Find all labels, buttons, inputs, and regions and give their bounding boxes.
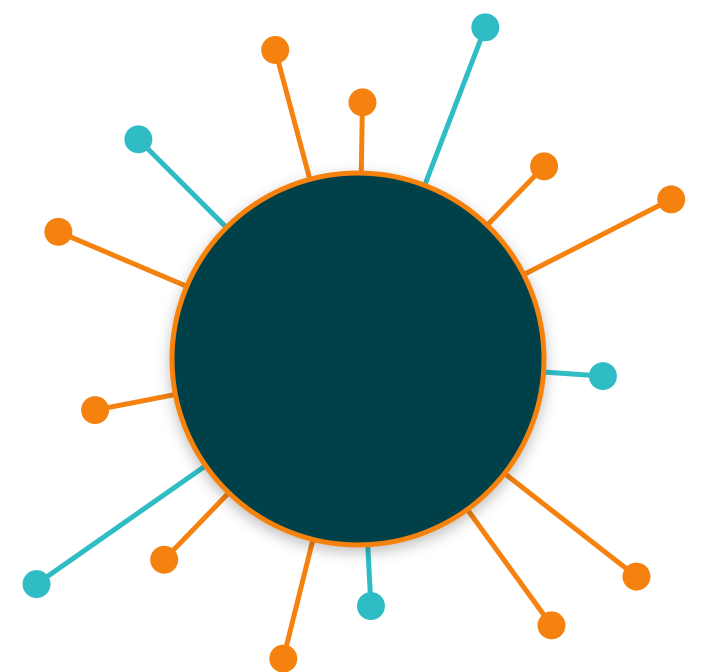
- orange-pin: [150, 487, 235, 574]
- orange-pin: [348, 88, 377, 180]
- pin-line: [498, 468, 639, 580]
- pin-line: [161, 487, 235, 563]
- pin-head: [622, 562, 651, 591]
- pin-line: [92, 391, 182, 413]
- pin-head: [124, 125, 153, 154]
- teal-pin: [420, 13, 500, 192]
- pin-line: [34, 460, 212, 587]
- pin-head: [588, 362, 617, 391]
- pin-line: [280, 533, 317, 662]
- pin-line: [420, 24, 488, 192]
- pin-line: [517, 196, 674, 279]
- pins-layer: [22, 13, 686, 672]
- pin-head: [81, 396, 110, 425]
- pin-line: [481, 163, 547, 231]
- pin-head: [150, 545, 179, 574]
- pin-head: [348, 88, 377, 117]
- pin-line: [135, 136, 232, 233]
- teal-pin: [124, 125, 232, 233]
- orange-pin: [44, 217, 193, 291]
- orange-pin: [269, 533, 317, 672]
- pin-head: [269, 644, 298, 672]
- pin-head: [44, 217, 73, 246]
- orange-pin: [462, 503, 566, 640]
- pin-head: [356, 592, 385, 621]
- orange-pin: [517, 185, 686, 279]
- pin-head: [22, 570, 51, 599]
- pin-head: [657, 185, 686, 214]
- pin-head: [537, 611, 566, 640]
- pin-line: [55, 229, 193, 291]
- pin-line: [462, 503, 555, 628]
- orange-pin: [481, 152, 559, 231]
- pin-line: [272, 47, 314, 186]
- orange-pin: [81, 391, 182, 425]
- orange-pin: [498, 468, 651, 591]
- pin-head: [471, 13, 500, 42]
- orange-pin: [261, 35, 314, 186]
- teal-pin: [22, 460, 212, 599]
- teal-pin: [537, 362, 617, 391]
- pin-head: [261, 35, 290, 64]
- core-circle[interactable]: [169, 170, 547, 548]
- pin-head: [530, 152, 559, 181]
- teal-pin: [356, 538, 385, 621]
